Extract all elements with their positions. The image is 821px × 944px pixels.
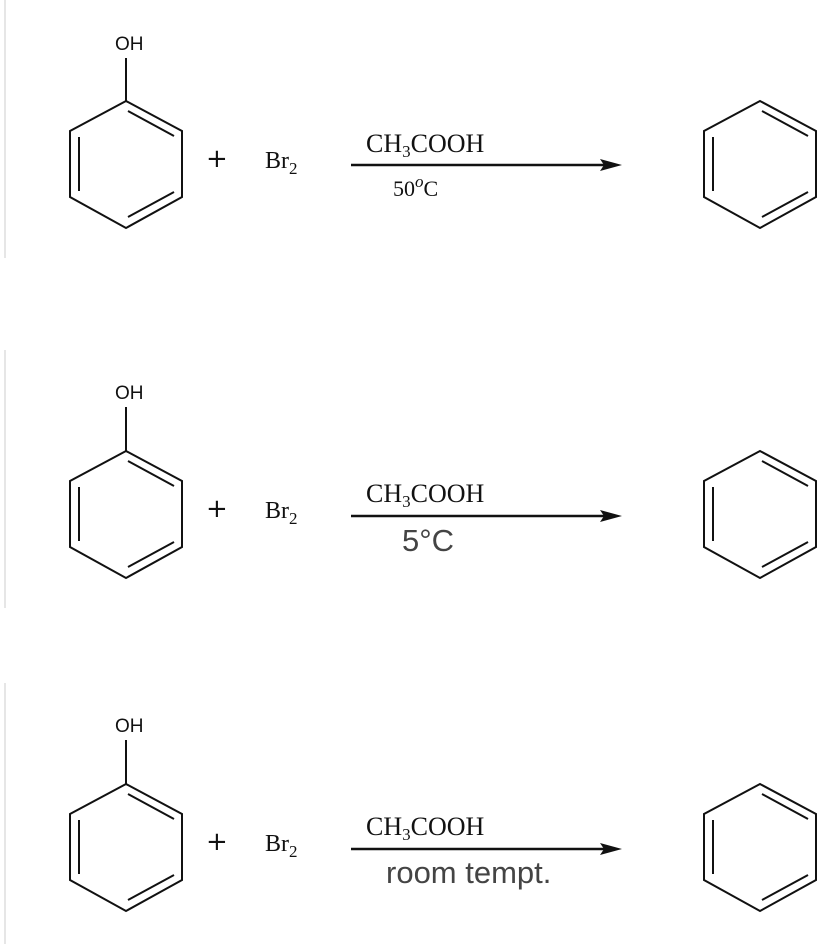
solvent-part-2: COOH [411, 129, 485, 158]
double-bond [127, 541, 175, 568]
reagent-base: Br [265, 148, 289, 174]
double-bond [127, 191, 175, 218]
hydroxyl-label: OH [115, 716, 144, 737]
bromine-reagent: Br2 [265, 831, 298, 861]
bromine-reagent: Br2 [265, 148, 298, 178]
reagent-base: Br [265, 831, 289, 857]
hydroxyl-label: OH [115, 383, 144, 404]
reaction-panel-1: OH + Br2 CH3COOH 50oC [0, 0, 821, 258]
solvent-label: CH3COOH [366, 479, 485, 511]
benzene-ring [69, 782, 183, 913]
reaction-panel-3: OH + Br2 CH3COOH room tempt. [0, 683, 821, 944]
hydroxyl-label: OH [115, 34, 144, 55]
solvent-label: CH3COOH [366, 812, 485, 844]
panel-left-border [4, 350, 6, 608]
temperature-condition: 5°C [402, 523, 454, 558]
solvent-part-2: COOH [411, 479, 485, 508]
plus-sign: + [206, 144, 228, 174]
reaction-arrow [351, 159, 622, 171]
panel-left-border [4, 0, 6, 258]
plus-sign: + [206, 827, 228, 857]
reaction-3-diagram: OH + Br2 CH3COOH room tempt. [69, 716, 817, 913]
solvent-part-1: CH [366, 812, 402, 841]
double-bond [127, 793, 175, 820]
bromine-reagent: Br2 [265, 498, 298, 528]
benzene-ring [69, 449, 183, 580]
reagent-subscript: 2 [289, 842, 298, 861]
panel-left-border [4, 683, 6, 944]
reagent-subscript: 2 [289, 159, 298, 178]
reaction-2-diagram: OH + Br2 CH3COOH 5°C [69, 383, 817, 580]
condition-degree: o [415, 172, 424, 191]
double-bond [127, 874, 175, 901]
reaction-1-diagram: OH + Br2 CH3COOH 50oC [69, 34, 817, 230]
condition-unit: C [424, 176, 439, 201]
double-bond [127, 110, 175, 137]
benzene-ring [69, 99, 183, 230]
product-benzene-ring [703, 99, 817, 230]
product-benzene-ring [703, 782, 817, 913]
solvent-label: CH3COOH [366, 129, 485, 161]
solvent-subscript: 3 [402, 825, 411, 844]
reaction-panel-2: OH + Br2 CH3COOH 5°C [0, 350, 821, 608]
phenol-structure: OH [69, 34, 183, 230]
plus-sign: + [206, 494, 228, 524]
solvent-part-1: CH [366, 479, 402, 508]
double-bond [127, 460, 175, 487]
phenol-structure: OH [69, 383, 183, 580]
reaction-arrow [351, 510, 622, 522]
phenol-structure: OH [69, 716, 183, 913]
temperature-condition: room tempt. [386, 855, 551, 890]
solvent-part-1: CH [366, 129, 402, 158]
reagent-base: Br [265, 498, 289, 524]
condition-value: 50 [393, 176, 415, 201]
product-benzene-ring [703, 449, 817, 580]
solvent-part-2: COOH [411, 812, 485, 841]
solvent-subscript: 3 [402, 492, 411, 511]
temperature-condition: 50oC [393, 172, 438, 201]
reaction-arrow [351, 843, 622, 855]
reagent-subscript: 2 [289, 509, 298, 528]
solvent-subscript: 3 [402, 142, 411, 161]
